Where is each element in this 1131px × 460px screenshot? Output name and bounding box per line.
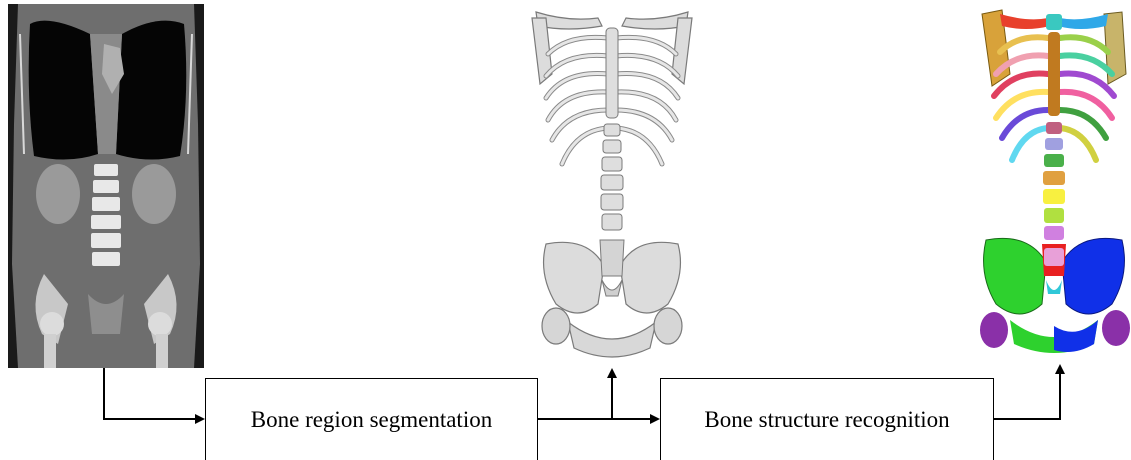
arrow-ct-to-segmentation [104,368,203,419]
bone-structure-recognition-box: Bone structure recognition [660,378,994,460]
bone-region-segmentation-box: Bone region segmentation [205,378,538,460]
arrow-recognition-up [994,366,1060,419]
bone-region-segmentation-label: Bone region segmentation [251,407,492,433]
bone-structure-recognition-label: Bone structure recognition [704,407,949,433]
